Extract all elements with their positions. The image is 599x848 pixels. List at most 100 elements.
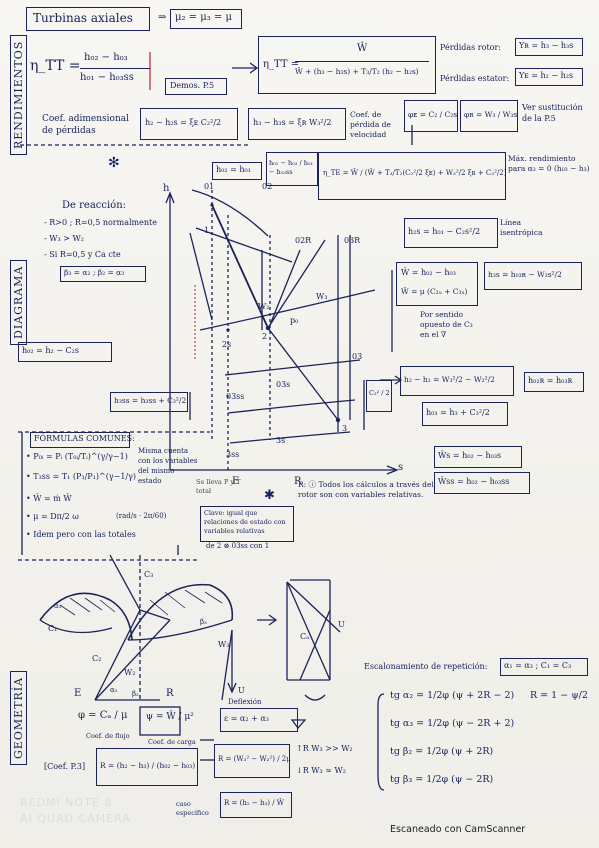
h-ratio: h₀₁ − h₀₃ / h₀₁ − h₀₃ss	[269, 159, 314, 176]
h-diff-box: h₂ − h₂ = W₃²/2 − W₂²/2	[400, 366, 514, 396]
point-3s: 3s	[276, 436, 286, 445]
geo-b2: β₂	[132, 690, 139, 698]
reaction-sym-eq: β₃ = α₂ ; β₂ = α₃	[64, 268, 125, 277]
geo-w2: W₂	[124, 668, 136, 677]
geo-defl-box: ε = α₂ + α₃	[220, 708, 298, 732]
eta-tt-den: h₀₁ − h₀₃ss	[80, 72, 134, 83]
fraction-line	[80, 68, 150, 69]
h02-left-box: h₀₂ = h₂ − C₂s	[18, 342, 112, 362]
reaction-title: De reacción:	[62, 200, 127, 211]
stator-loss: Yᴇ = h₂ − h₂s	[519, 71, 574, 80]
reaction-r0: - R>0 ; R=0,5 normalmente	[44, 218, 157, 227]
phi-r: φʀ = W₃ / W₃s	[464, 110, 518, 119]
reaction-sym-box: β₃ = α₂ ; β₂ = α₃	[60, 266, 146, 282]
formula-4b: (rad/s · 2π/60)	[116, 512, 167, 520]
h3s-box: h₃s = h₀₃ʀ − W₃s²/2	[484, 262, 582, 290]
geo-caso: caso específico	[176, 800, 209, 817]
geo-r-equal: R = (W₃² − W₂²) / 2μ	[218, 755, 291, 763]
tg-2: tg α₃ = 1/2φ (ψ − 2R + 2)	[390, 718, 515, 729]
tg-1: tg α₂ = 1/2φ (ψ + 2R − 2)	[390, 690, 515, 701]
ws: Ŵs = h₀₂ − h₀₃s	[438, 451, 502, 460]
geo-phi-note: Coef. de flujo	[86, 732, 130, 740]
h-ratio-box: h₀₁ − h₀₃ / h₀₁ − h₀₃ss	[266, 152, 318, 186]
equal-mass: μ₂ = μ₃ = μ	[175, 12, 232, 23]
point-03: 03	[352, 352, 363, 361]
eta-w-lhs: η_TT =	[263, 59, 300, 70]
geo-r-frac-box: R = (h₂ − h₃) / (h₀₂ − h₀₃)	[96, 748, 198, 786]
r-note: R: ⓘ Todos los cálculos a través del rot…	[298, 480, 434, 499]
geo-u2: U	[338, 620, 345, 629]
geo-a1: α₁	[54, 602, 62, 610]
geo-r-prime: R = (h₂ − h₃) / Ŵ	[224, 799, 284, 807]
geo-psi-note: Coef. de carga	[148, 738, 196, 746]
formula-3: • Ŵ = ṁ Ŵ	[26, 494, 72, 503]
ver-label: Ver sustitución de la P.5	[522, 103, 583, 123]
section-diagrama: DIAGRAMA	[10, 259, 27, 345]
formula-4: • μ = Dπ/2 ω	[26, 512, 79, 521]
clave-box: Clave: igual que relaciones de estado co…	[200, 506, 294, 542]
formula-1: • P₀ᵢ = Pᵢ (T₀ᵢ/Tᵢ)^(γ/γ−1)	[26, 452, 128, 461]
point-03r: 03R	[344, 236, 361, 245]
xi-e: h₂ − h₂s = ξᴇ C₂²/2	[145, 118, 222, 127]
camera-watermark-2: AI QUAD CAMERA	[20, 812, 131, 825]
formula-2: • T₃ss = T₁ (P₃/P₁)^(γ−1/γ)	[26, 472, 137, 481]
geo-a2: α₂	[110, 686, 118, 694]
escal-label: Escalonamiento de repetición:	[364, 662, 488, 671]
coef-vel-label: Coef. de pérdida de velocidad	[350, 110, 391, 139]
h03: h₀₃ = h₃ + C₃²/2	[426, 408, 490, 417]
phi-r-box: φʀ = W₃ / W₃s	[460, 100, 518, 132]
title-box: Turbinas axiales	[26, 7, 150, 31]
h02r: h₀₂ʀ = h₀₃ʀ	[528, 376, 573, 385]
eta-te: η_TE = Ŵ / (Ŵ + T₃/T₂(C₂²/2 ξᴇ) + W₃²/2 …	[323, 169, 507, 177]
h3ss-box: h₃ss = h₃ss + C₃²/2	[110, 392, 188, 412]
geo-r: R	[166, 688, 174, 699]
eta-tt-label: η_TT =	[30, 58, 81, 74]
equal-mass-box: μ₂ = μ₃ = μ	[170, 9, 242, 29]
phi-e-box: φᴇ = C₂ / C₂s	[404, 100, 458, 132]
camera-watermark-1: REDMI NOTE 8	[20, 796, 113, 809]
h-equal: h₀₂ = h₀₁	[216, 165, 251, 174]
geo-r-equal-box: R = (W₃² − W₂²) / 2μ	[214, 744, 291, 778]
geo-c2: C₂	[92, 654, 102, 663]
wdot-box: Ŵ = h₀₂ − h₀₃ Ŵ = μ (C₂ᵤ + C₃ᵤ)	[396, 262, 478, 306]
geo-psi: ψ = Ŵ / μ²	[146, 712, 194, 722]
geo-w3: W₃	[218, 640, 230, 649]
point-3ss: 3ss	[226, 450, 240, 459]
reaction-sym: - Si R=0,5 y Ca cte	[44, 250, 121, 259]
eta-ref-box: Demos. P.5	[165, 78, 227, 95]
geo-defl-label: Deflexión	[228, 698, 262, 706]
h02r-box: h₀₂ʀ = h₀₃ʀ	[524, 372, 584, 392]
r-result: R = 1 − ψ/2	[530, 690, 588, 701]
gear-icon: ✻	[108, 155, 120, 171]
clave2: de 2 ⊗ 03ss con 1	[206, 542, 270, 550]
max-label: Máx. rendimiento para α₃ = 0 (h₀₃ − h₃)	[508, 154, 590, 173]
diagram-w2: W₂	[258, 302, 270, 311]
geo-defl: ε = α₂ + α₃	[224, 714, 269, 723]
point-1: 1	[204, 226, 210, 235]
geo-tag2: ↓R W₃ ≈ W₂	[296, 766, 346, 775]
geo-coef-p3: [Coef. P.3]	[44, 762, 86, 771]
escal-cond: α₁ = α₃ ; C₁ = C₃	[504, 661, 572, 670]
eta-ref: Demos. P.5	[170, 81, 215, 90]
h-axis-label: h	[163, 183, 170, 194]
stator-loss-label: Pérdidas estator:	[440, 74, 510, 83]
point-02r: 02R	[295, 236, 312, 245]
eta-w-num: Ŵ	[357, 43, 368, 54]
point-03ss: 03ss	[226, 392, 245, 401]
point-3: 3	[342, 424, 348, 433]
geo-ca: Cₐ	[300, 632, 310, 641]
h03-box: h₀₃ = h₃ + C₃²/2	[422, 402, 508, 426]
scanner-footer: Escaneado con CamScanner	[390, 824, 526, 835]
point-02: 02	[262, 182, 273, 191]
escal-cond-box: α₁ = α₃ ; C₁ = C₃	[500, 658, 588, 676]
section-rendimientos: RENDIMIENTOS	[10, 34, 27, 155]
h02-left: h₀₂ = h₂ − C₂s	[22, 346, 79, 355]
eta-w-den: Ŵ + (h₃ − h₃s) + T₃/T₂ (h₂ − h₂s)	[295, 67, 419, 76]
geo-tag1: ↑R W₃ >> W₂	[296, 744, 353, 753]
diagram-e: E	[232, 476, 240, 487]
formula-note: Misma cuenta con los variables del mismo…	[138, 447, 198, 485]
diagram-w3: W₃	[316, 292, 328, 301]
geo-phi: φ = Cₐ / μ	[78, 710, 128, 721]
